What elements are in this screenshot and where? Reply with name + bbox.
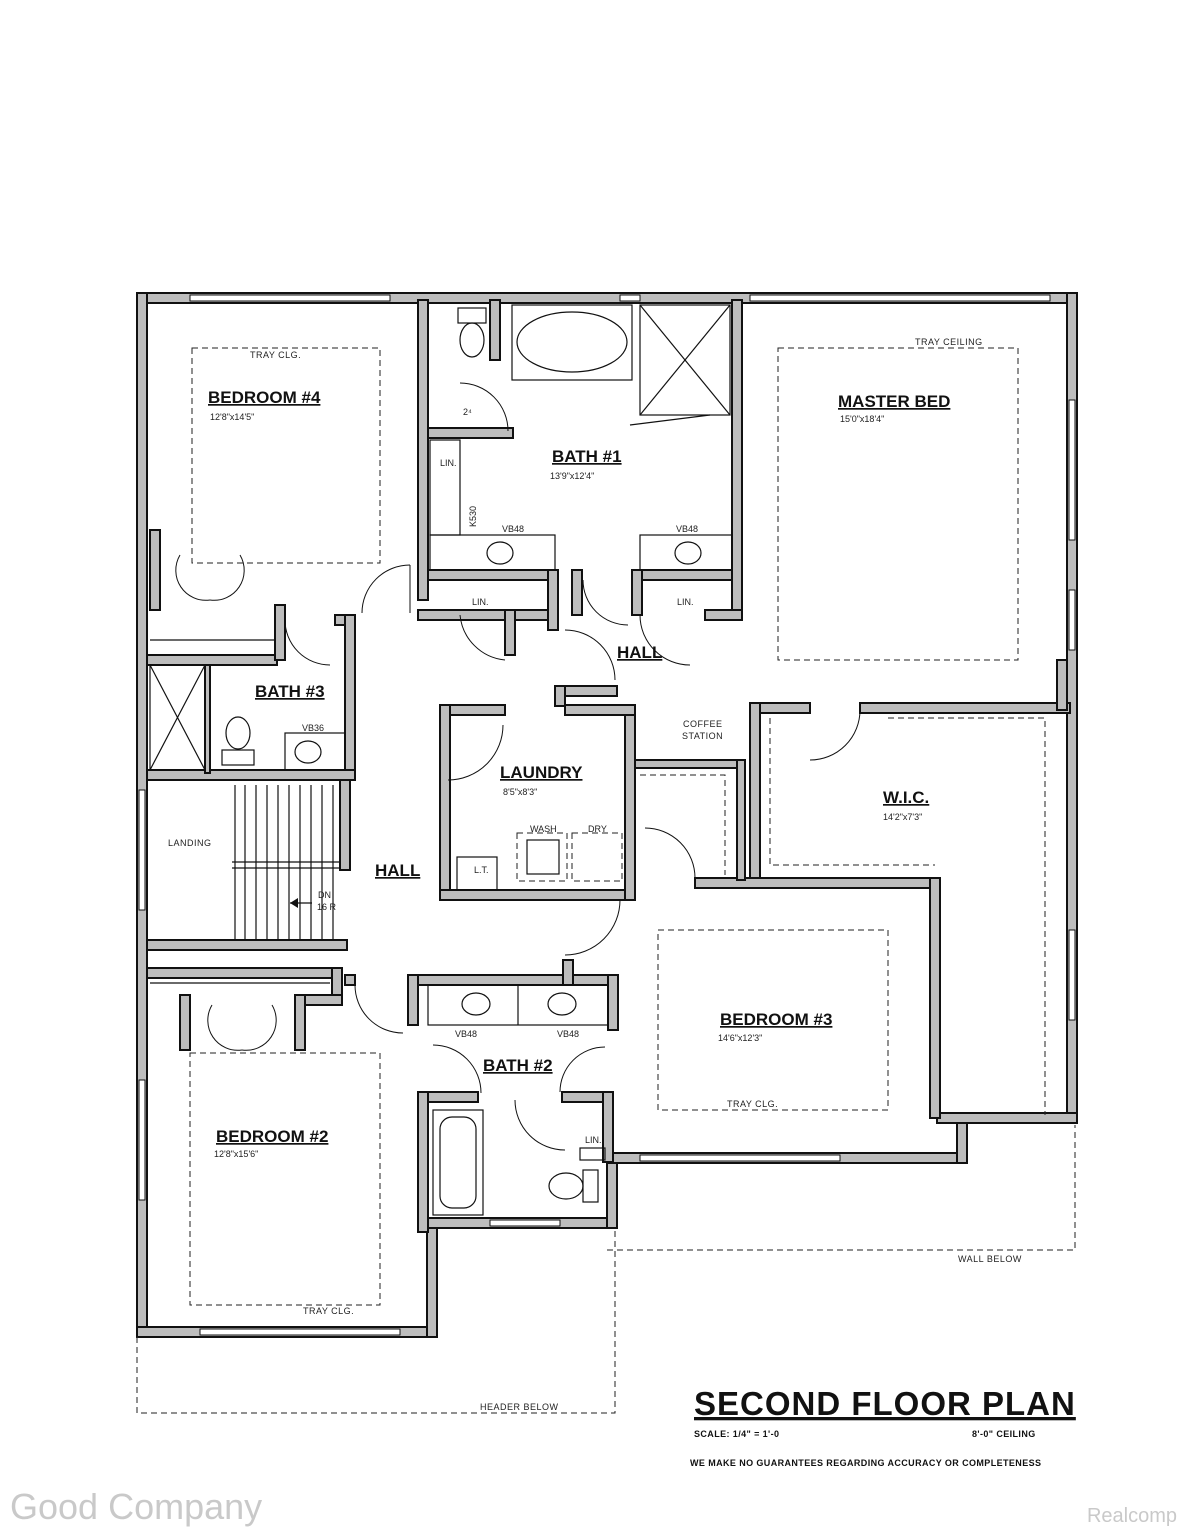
fixtures bbox=[149, 304, 733, 1216]
bedroom3-ceiling-label: TRAY CLG. bbox=[727, 1099, 778, 1109]
station-label: STATION bbox=[682, 731, 723, 741]
laundry-title: LAUNDRY bbox=[500, 763, 583, 782]
lin-label-hall: LIN. bbox=[472, 597, 489, 607]
vb48-label-c: VB48 bbox=[455, 1029, 477, 1039]
coffee-label: COFFEE bbox=[683, 719, 723, 729]
bedroom4-title: BEDROOM #4 bbox=[208, 388, 321, 407]
k530-label: K530 bbox=[468, 506, 478, 527]
lin-label-bath2: LIN. bbox=[585, 1135, 602, 1145]
vb48-label-d: VB48 bbox=[557, 1029, 579, 1039]
wall-below-label: WALL BELOW bbox=[958, 1254, 1022, 1264]
plan-ceiling: 8'-0" CEILING bbox=[972, 1429, 1036, 1439]
bedroom2-dims: 12'8"x15'6" bbox=[214, 1149, 258, 1159]
tray-ceilings bbox=[136, 347, 1076, 1414]
wic-title: W.I.C. bbox=[883, 788, 929, 807]
bedroom4-dims: 12'8"x14'5" bbox=[210, 412, 254, 422]
landing-label: LANDING bbox=[168, 838, 212, 848]
header-below-label: HEADER BELOW bbox=[480, 1402, 559, 1412]
bath3-title: BATH #3 bbox=[255, 682, 325, 701]
lin-label-master: LIN. bbox=[677, 597, 694, 607]
stairs-dn-label: DN bbox=[318, 890, 331, 900]
bedroom2-ceiling-label: TRAY CLG. bbox=[303, 1306, 354, 1316]
stairs bbox=[232, 785, 340, 940]
fixture-labels: LIN. K530 2⁴ VB48 VB48 LIN. LIN. VB36 WA… bbox=[302, 407, 1022, 1412]
room-labels: TRAY CLG. BEDROOM #4 12'8"x14'5" BATH #1… bbox=[168, 337, 983, 1316]
plan-title: SECOND FLOOR PLAN bbox=[694, 1385, 1076, 1422]
watermark-realcomp: Realcomp bbox=[1086, 1505, 1177, 1527]
bath2-title: BATH #2 bbox=[483, 1056, 553, 1075]
hall-upper-title: HALL bbox=[617, 643, 662, 662]
bath1-dims: 13'9"x12'4" bbox=[550, 471, 594, 481]
bedroom3-dims: 14'6"x12'3" bbox=[718, 1033, 762, 1043]
plan-disclaimer: WE MAKE NO GUARANTEES REGARDING ACCURACY… bbox=[690, 1458, 1041, 1468]
vb48-label-b: VB48 bbox=[676, 524, 698, 534]
windows bbox=[138, 294, 1076, 1336]
wic-dims: 14'2"x7'3" bbox=[883, 812, 922, 822]
master-title: MASTER BED bbox=[838, 392, 950, 411]
tub-note-label: 2⁴ bbox=[463, 407, 472, 417]
bath1-title: BATH #1 bbox=[552, 447, 622, 466]
lin-label-bath1: LIN. bbox=[440, 458, 457, 468]
bedroom3-title: BEDROOM #3 bbox=[720, 1010, 832, 1029]
bedroom4-ceiling-label: TRAY CLG. bbox=[250, 350, 301, 360]
master-dims: 15'0"x18'4" bbox=[840, 414, 884, 424]
interior-walls bbox=[146, 299, 1071, 1233]
watermark-good-company: Good Company bbox=[10, 1486, 263, 1527]
plan-scale: SCALE: 1/4" = 1'-0 bbox=[694, 1429, 779, 1439]
dry-label: DRY bbox=[588, 824, 607, 834]
doors bbox=[175, 382, 861, 1151]
stairs-risers-label: 16 R bbox=[317, 902, 337, 912]
vb48-label-a: VB48 bbox=[502, 524, 524, 534]
hall-main-title: HALL bbox=[375, 861, 420, 880]
laundry-tub-label: L.T. bbox=[474, 865, 489, 875]
wash-label: WASH bbox=[530, 824, 557, 834]
master-ceiling-label: TRAY CEILING bbox=[915, 337, 983, 347]
bedroom2-title: BEDROOM #2 bbox=[216, 1127, 328, 1146]
laundry-dims: 8'5"x8'3" bbox=[503, 787, 537, 797]
title-block: SECOND FLOOR PLAN SCALE: 1/4" = 1'-0 8'-… bbox=[690, 1385, 1076, 1468]
vb36-label: VB36 bbox=[302, 723, 324, 733]
